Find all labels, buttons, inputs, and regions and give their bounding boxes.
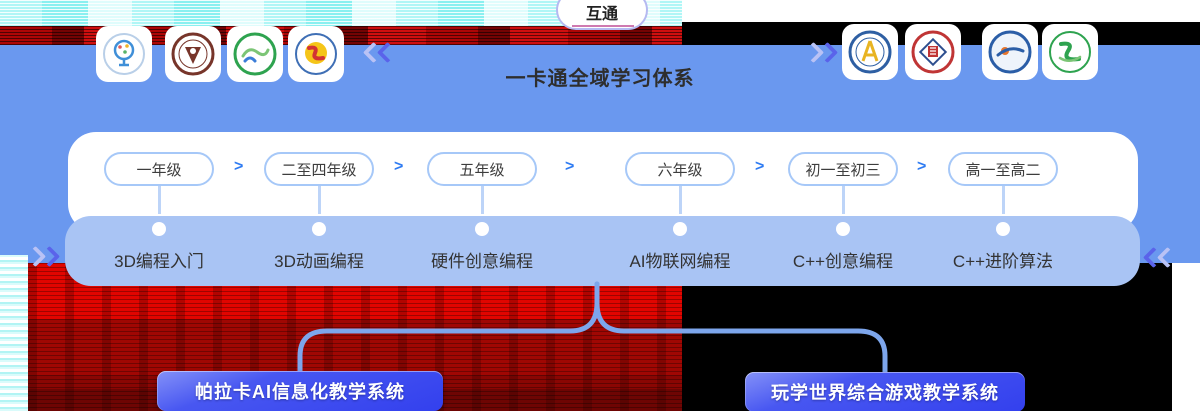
grade-pill-3: 五年级: [427, 152, 537, 186]
flow-arrow-icon: >: [917, 158, 927, 175]
green-landscape-emblem-icon: [233, 32, 277, 76]
maroon-seal-emblem-icon: [171, 32, 215, 76]
blue-tree-emblem-icon: [103, 33, 145, 75]
course-label-1: 3D编程入门: [114, 252, 204, 271]
system-button-label: 玩学世界综合游戏教学系统: [771, 383, 999, 403]
section-title: 一卡通全域学习体系: [505, 68, 695, 90]
glitch-column-white-right: [1172, 263, 1200, 411]
grade-pill-4: 六年级: [625, 152, 735, 186]
pill-course-stem: [481, 186, 484, 230]
flow-arrow-icon: >: [565, 158, 575, 175]
course-label-6: C++进阶算法: [952, 252, 1054, 271]
partner-logo-blue-globe: [982, 24, 1038, 80]
course-dot: [836, 222, 850, 236]
partner-logo-blue-compass: [842, 24, 898, 80]
pill-course-stem: [1002, 186, 1005, 230]
course-dot: [996, 222, 1010, 236]
course-label-2: 3D动画编程: [274, 252, 364, 271]
course-label-5: C++创意编程: [792, 252, 894, 271]
grade-label: 初一至初三: [805, 161, 881, 179]
pill-course-stem: [679, 186, 682, 230]
partner-logo-green-ribbon: [1042, 24, 1098, 80]
pill-course-stem: [158, 186, 161, 230]
partner-logo-green-landscape: [227, 26, 283, 82]
course-dot: [152, 222, 166, 236]
course-label-3: 硬件创意编程: [431, 252, 533, 271]
system-button-label: 帕拉卡AI信息化教学系统: [195, 382, 405, 402]
grade-label: 五年级: [459, 161, 505, 179]
grade-label: 高一至高二: [965, 161, 1041, 179]
grade-label: 六年级: [657, 161, 703, 179]
flow-arrow-icon: >: [755, 158, 765, 175]
red-diamond-emblem-icon: [911, 30, 955, 74]
course-band: [65, 216, 1140, 286]
badge-underline: [572, 25, 634, 27]
partner-logo-maroon-seal: [165, 26, 221, 82]
blue-globe-emblem-icon: [988, 30, 1032, 74]
glitch-column-white-left: [0, 255, 28, 411]
course-dot: [673, 222, 687, 236]
partner-logo-red-yellow-s: [288, 26, 344, 82]
interop-badge: 互通: [556, 0, 648, 30]
interop-badge-label: 互通: [585, 6, 618, 23]
grade-label: 二至四年级: [281, 161, 357, 179]
green-ribbon-emblem-icon: [1049, 31, 1091, 73]
flow-arrow-icon: >: [394, 158, 404, 175]
partner-logo-red-diamond: [905, 24, 961, 80]
palaka-ai-system-button[interactable]: 帕拉卡AI信息化教学系统: [157, 371, 443, 411]
grade-label: 一年级: [136, 161, 182, 179]
pill-course-stem: [318, 186, 321, 230]
wanxue-world-system-button[interactable]: 玩学世界综合游戏教学系统: [745, 372, 1025, 411]
course-dot: [475, 222, 489, 236]
red-yellow-s-emblem-icon: [295, 33, 337, 75]
blue-compass-emblem-icon: [848, 30, 892, 74]
grade-pill-6: 高一至高二: [948, 152, 1058, 186]
grade-pill-5: 初一至初三: [788, 152, 898, 186]
flow-arrow-icon: >: [234, 158, 244, 175]
course-dot: [312, 222, 326, 236]
partner-logo-blue-tree: [96, 26, 152, 82]
grade-pill-2: 二至四年级: [264, 152, 374, 186]
grade-pill-1: 一年级: [104, 152, 214, 186]
course-label-4: AI物联网编程: [629, 252, 731, 271]
pill-course-stem: [842, 186, 845, 230]
glitch-band-white-top-right: [682, 0, 1200, 22]
